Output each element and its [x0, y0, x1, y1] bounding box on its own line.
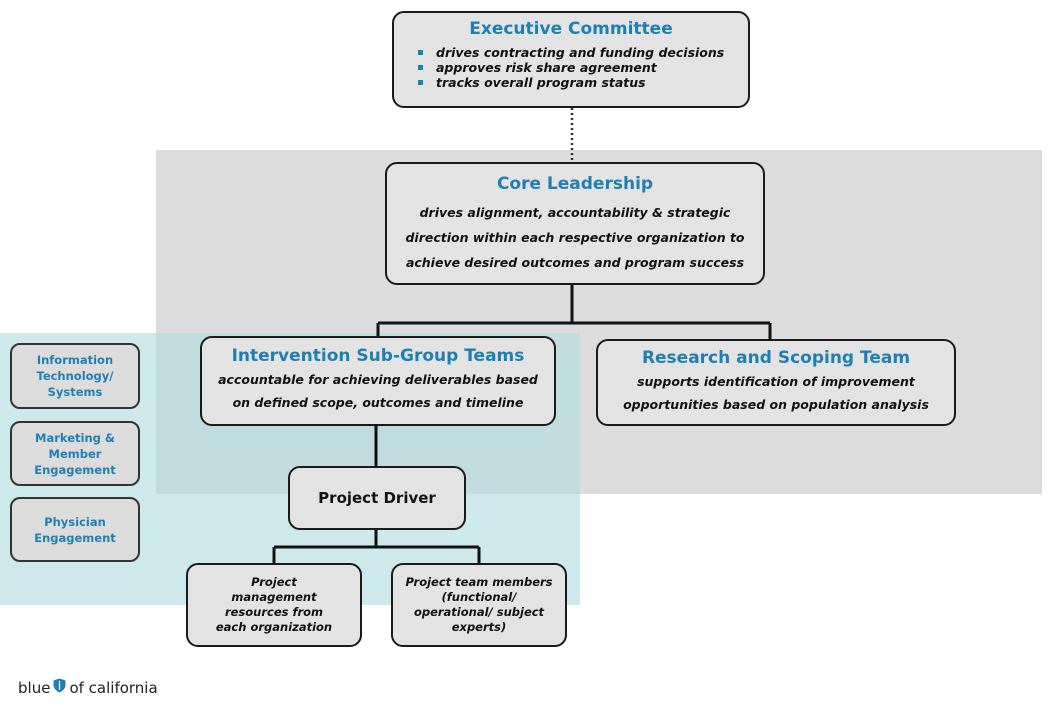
marketing-member-engagement-box: Marketing & Member Engagement — [10, 421, 140, 486]
description-line: Project team members — [405, 575, 553, 589]
description-line: resources from — [224, 605, 324, 619]
logo-text-blue: blue — [18, 678, 51, 697]
side-label-line: Technology/ — [36, 369, 114, 383]
description-line: achieve desired outcomes and program suc… — [405, 255, 745, 270]
blue-shield-logo: blue of california — [18, 678, 158, 697]
description-line: opportunities based on population analys… — [623, 397, 929, 412]
description-line: management — [231, 590, 317, 604]
executive-committee-bullets: drives contracting and funding decisions… — [418, 45, 748, 90]
description-line: Project — [251, 575, 297, 589]
description-line: accountable for achieving deliverables b… — [218, 372, 538, 387]
executive-committee-box: Executive Committee drives contracting a… — [392, 11, 750, 108]
side-label-line: Marketing & — [35, 430, 115, 445]
research-team-description: supports identification of improvement o… — [598, 370, 954, 416]
intervention-teams-description: accountable for achieving deliverables b… — [202, 368, 554, 414]
project-driver-label: Project Driver — [318, 489, 436, 507]
side-label-line: Information — [36, 353, 114, 367]
description-line: direction within each respective organiz… — [405, 230, 745, 245]
side-label-line: Engagement — [34, 530, 116, 545]
logo-text-california: of california — [69, 678, 158, 697]
intervention-teams-box: Intervention Sub-Group Teams accountable… — [200, 336, 556, 426]
project-driver-box: Project Driver — [288, 466, 466, 530]
shield-icon — [53, 678, 66, 697]
description-line: (functional/ — [441, 590, 517, 604]
description-line: operational/ subject — [413, 605, 545, 619]
core-leadership-box: Core Leadership drives alignment, accoun… — [385, 162, 765, 285]
description-line: each organization — [215, 620, 333, 634]
research-team-box: Research and Scoping Team supports ident… — [596, 339, 956, 426]
core-leadership-description: drives alignment, accountability & strat… — [387, 200, 763, 275]
information-technology-box: Information Technology/ Systems — [10, 343, 140, 409]
research-team-title: Research and Scoping Team — [641, 348, 911, 368]
bullet-item: drives contracting and funding decisions — [418, 45, 748, 60]
intervention-teams-title: Intervention Sub-Group Teams — [231, 346, 525, 366]
description-line: on defined scope, outcomes and timeline — [232, 395, 524, 410]
description-line: supports identification of improvement — [637, 374, 915, 389]
project-management-box: Project management resources from each o… — [186, 563, 362, 647]
bullet-item: approves risk share agreement — [418, 60, 748, 75]
side-label-line: Engagement — [34, 462, 116, 477]
side-label-line: Systems — [47, 385, 103, 399]
project-team-members-box: Project team members (functional/ operat… — [391, 563, 567, 647]
description-line: experts) — [451, 620, 507, 634]
core-leadership-title: Core Leadership — [496, 174, 654, 194]
side-label-line: Physician — [44, 514, 106, 529]
side-label-line: Member — [48, 446, 102, 461]
physician-engagement-box: Physician Engagement — [10, 497, 140, 562]
executive-committee-title: Executive Committee — [469, 19, 673, 39]
bullet-item: tracks overall program status — [418, 75, 748, 90]
description-line: drives alignment, accountability & strat… — [419, 205, 731, 220]
